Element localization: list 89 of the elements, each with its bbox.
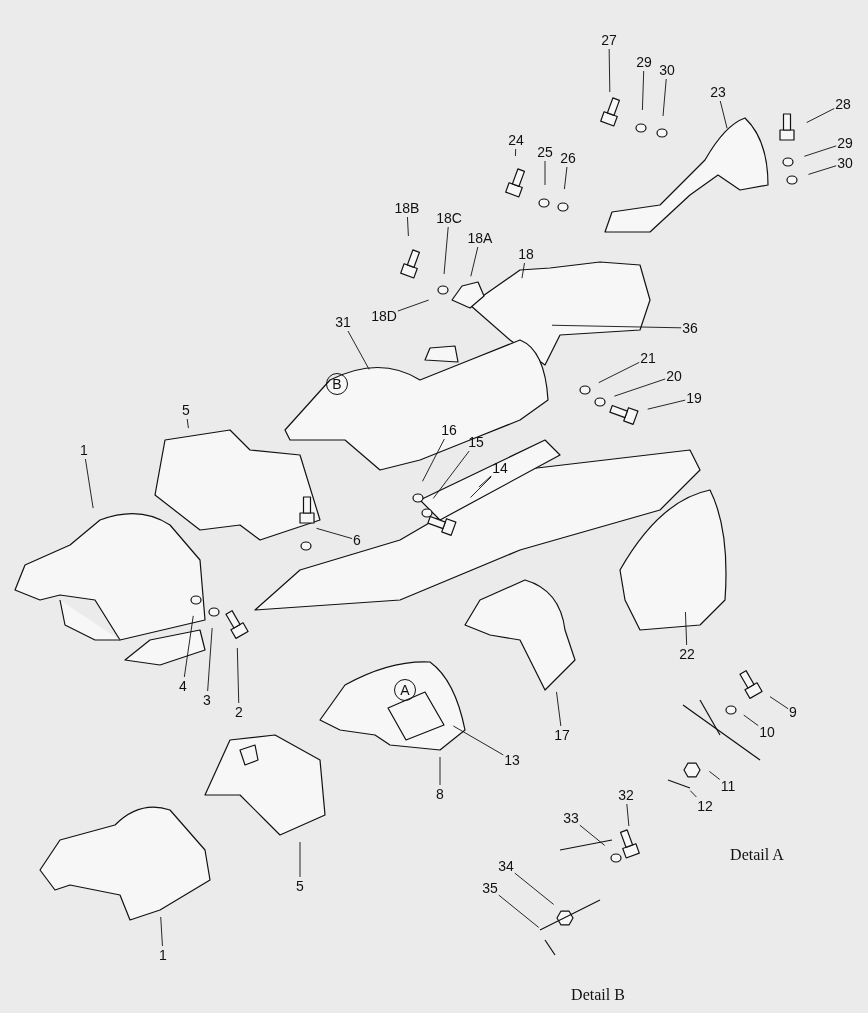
leader-line — [689, 790, 697, 798]
leader-line — [514, 148, 517, 157]
callout-number: 4 — [179, 678, 187, 694]
leader-line — [443, 226, 449, 275]
callout-number: 18D — [371, 308, 397, 324]
leader-line — [641, 70, 645, 111]
leader-line — [608, 48, 611, 93]
leader-line — [613, 378, 666, 397]
leader-line — [769, 696, 789, 710]
callout-number: 5 — [182, 402, 190, 418]
callout-number: 17 — [554, 727, 570, 743]
callout-number: 18A — [467, 230, 493, 246]
leader-line — [407, 216, 409, 237]
leader-line — [808, 165, 837, 175]
leader-line — [160, 916, 163, 947]
leader-line — [685, 611, 688, 646]
leader-line — [514, 872, 555, 905]
callout-number: 29 — [837, 135, 853, 151]
callout-number: 20 — [666, 368, 682, 384]
callout-number: 25 — [537, 144, 553, 160]
callout-number: 21 — [640, 350, 656, 366]
leader-line — [544, 160, 546, 186]
leader-line — [556, 691, 562, 727]
callout-number: 14 — [492, 460, 508, 476]
callout-number: 35 — [482, 880, 498, 896]
leader-line — [470, 246, 479, 277]
leader-line — [186, 418, 189, 429]
leader-line — [316, 527, 353, 540]
callout-number: 27 — [601, 32, 617, 48]
callout-number: 24 — [508, 132, 524, 148]
callout-number: 29 — [636, 54, 652, 70]
leader-line — [598, 361, 640, 384]
leader-line — [432, 450, 470, 499]
callout-number: 10 — [759, 724, 775, 740]
leader-line — [299, 841, 301, 878]
callout-number: 8 — [436, 786, 444, 802]
callout-number: 30 — [837, 155, 853, 171]
callout-number: 1 — [159, 947, 167, 963]
leader-line — [803, 145, 837, 157]
callout-number: 5 — [296, 878, 304, 894]
callout-number: 1 — [80, 442, 88, 458]
leader-line — [563, 166, 568, 190]
callout-number: 26 — [560, 150, 576, 166]
callout-number: 16 — [441, 422, 457, 438]
leader-line — [422, 438, 445, 482]
leader-line — [806, 108, 835, 123]
leader-line — [579, 824, 606, 846]
callout-number: 33 — [563, 810, 579, 826]
leader-line — [551, 324, 682, 329]
leader-line — [478, 475, 492, 488]
callout-number: 18B — [394, 200, 420, 216]
leader-line — [183, 615, 194, 678]
leader-line — [84, 458, 94, 509]
callout-number: 23 — [710, 84, 726, 100]
detail-caption: Detail A — [730, 846, 784, 864]
callout-number: 19 — [686, 390, 702, 406]
callout-number: 6 — [353, 532, 361, 548]
callout-number: 28 — [835, 96, 851, 112]
leader-line — [647, 399, 686, 410]
leader-line — [626, 803, 630, 827]
callout-number: 32 — [618, 787, 634, 803]
callout-number: 22 — [679, 646, 695, 662]
leader-line — [709, 770, 721, 780]
leader-line — [397, 299, 430, 312]
detail-caption: Detail B — [571, 986, 625, 1004]
callout-number: 36 — [682, 320, 698, 336]
callout-number: 9 — [789, 704, 797, 720]
callout-number: 18 — [518, 246, 534, 262]
leader-line — [743, 714, 759, 727]
callout-number: 13 — [504, 752, 520, 768]
callout-number: 34 — [498, 858, 514, 874]
leader-line — [470, 476, 492, 498]
callout-number: 12 — [697, 798, 713, 814]
callout-number: 30 — [659, 62, 675, 78]
callout-number: 11 — [720, 778, 736, 794]
leader-line — [719, 100, 728, 129]
leader-line — [521, 262, 525, 279]
leader-line — [347, 330, 370, 370]
callout-number: 18C — [436, 210, 462, 226]
leader-line — [662, 78, 667, 117]
callout-number: 2 — [235, 704, 243, 720]
callout-number: 3 — [203, 692, 211, 708]
callout-number: 15 — [468, 434, 484, 450]
leader-line — [498, 894, 540, 928]
leader-line — [439, 756, 441, 786]
leader-line — [207, 627, 213, 692]
callout-number: 31 — [335, 314, 351, 330]
leader-line — [452, 725, 504, 756]
leader-line — [236, 647, 240, 704]
